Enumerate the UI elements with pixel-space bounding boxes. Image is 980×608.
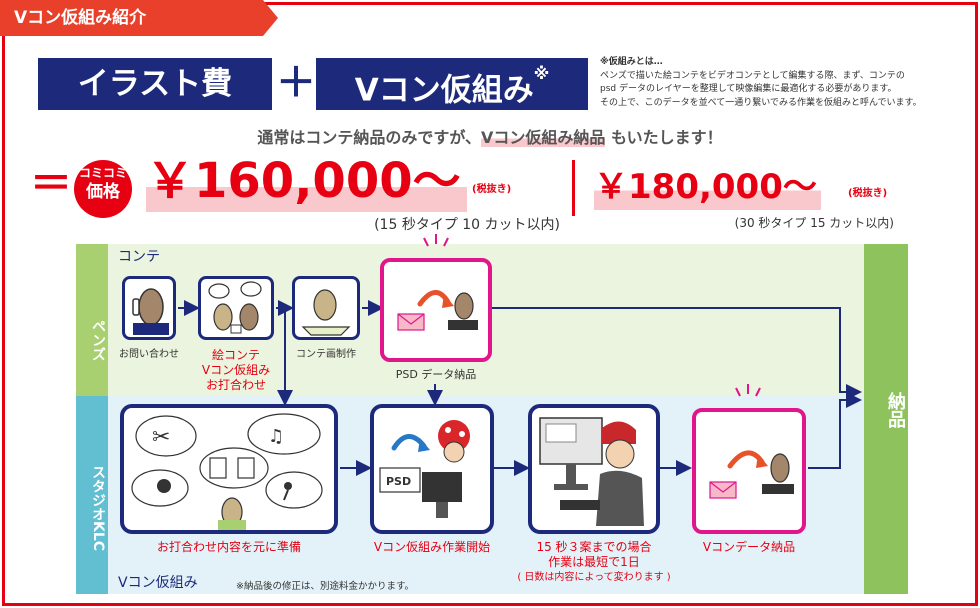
note-line-2: psd データのレイヤーを整理して映像編集に最適化する必要があります。 bbox=[600, 84, 897, 94]
footnote: ※納品後の修正は、別途料金かかります。 bbox=[236, 581, 415, 592]
subtitle-post: もいたします！ bbox=[605, 128, 723, 147]
subtitle-pre: 通常はコンテ納品のみですが、 bbox=[257, 128, 482, 147]
arrow-vdata-to-delivery bbox=[808, 392, 862, 469]
prep-label: お打合わせ内容を元に準備 bbox=[156, 540, 301, 554]
meeting-label-2: Vコン仮組み bbox=[201, 363, 271, 377]
lane-label-pens: ペンズ bbox=[90, 319, 106, 361]
vcon-title: Vコン仮組み※ bbox=[316, 58, 588, 110]
sparkle-psd-1 bbox=[423, 237, 429, 247]
arrow-psd-to-delivery bbox=[492, 307, 862, 400]
work-label-1: 15 秒３案までの場合 bbox=[536, 540, 652, 554]
work-node bbox=[528, 404, 660, 534]
delivery-column bbox=[864, 244, 908, 594]
konte-make-label: コンテ画制作 bbox=[296, 349, 356, 360]
vcon-start-label: Vコン仮組み作業開始 bbox=[373, 540, 491, 554]
sparkle-psd-3 bbox=[443, 237, 449, 247]
price-15s: ￥160,000～ bbox=[146, 150, 467, 212]
sparkle-vdata-1 bbox=[735, 387, 741, 397]
drawing-person-icon bbox=[301, 289, 351, 336]
work-label: 15 秒３案までの場合 作業は最短で1日 ( 日数は内容によって変わります ) bbox=[510, 540, 678, 585]
prep-bubbles-illustration: ✂ ♫ bbox=[131, 413, 323, 530]
meeting-label-3: お打合わせ bbox=[205, 378, 266, 392]
note-line-1: ペンズで描いた絵コンテをビデオコンテとして編集する際、まず、コンテの bbox=[600, 70, 905, 81]
note-line-3: その上で、このデータを並べて一通り繋いでみる作業を仮組みと呼んでいます。 bbox=[600, 97, 922, 108]
delivery-label: 納品 bbox=[885, 392, 906, 428]
vcon-start-illustration: PSD bbox=[379, 420, 470, 518]
editing-worker-illustration bbox=[539, 417, 644, 526]
kari-gumi-note: ※仮組みとは… ペンズで描いた絵コンテをビデオコンテとして編集する際、まず、コン… bbox=[600, 56, 970, 110]
lane-label-studio: スタジオKLC bbox=[90, 464, 106, 552]
meeting-label-1: 絵コンテ bbox=[211, 348, 260, 362]
subtitle: 通常はコンテ納品のみですが、Vコン仮組み納品 もいたします！ bbox=[0, 124, 980, 148]
meeting-people-icon bbox=[208, 281, 262, 334]
price-divider bbox=[572, 160, 575, 216]
komikomi-badge: コミコミ 価格 bbox=[74, 160, 132, 218]
psd-deliver-node bbox=[380, 258, 492, 362]
vcon-start-node: PSD bbox=[370, 404, 494, 534]
inquiry-label: お問い合わせ bbox=[119, 349, 179, 360]
prep-node: ✂ ♫ bbox=[120, 404, 338, 534]
badge-bottom: 価格 bbox=[86, 182, 120, 202]
meeting-label: 絵コンテ Vコン仮組み お打合わせ bbox=[186, 348, 286, 393]
scissors-icon: ✂ bbox=[152, 425, 170, 450]
price-30s: ￥180,000～ bbox=[594, 164, 821, 210]
sparkle-vdata-3 bbox=[755, 387, 761, 397]
badge-top: コミコミ bbox=[78, 166, 127, 180]
mail-send-icon bbox=[397, 290, 478, 331]
lane-label-studio-bg bbox=[76, 396, 108, 594]
work-label-3: ( 日数は内容によって変わります ) bbox=[517, 572, 671, 583]
tax-note-1: (税抜き) bbox=[472, 184, 512, 195]
psd-deliver-label: PSD データ納品 bbox=[395, 368, 477, 381]
section-tab: Vコン仮組み紹介 bbox=[0, 0, 278, 36]
vdata-deliver-node bbox=[692, 408, 806, 534]
subtitle-highlight: Vコン仮組み納品 bbox=[481, 128, 606, 147]
work-label-2: 作業は最短で1日 bbox=[548, 555, 640, 569]
konte-caption: コンテ bbox=[118, 249, 160, 265]
tax-note-2: (税抜き) bbox=[848, 188, 888, 199]
music-file-icon: ♫ bbox=[268, 426, 284, 447]
vcon-title-mark: ※ bbox=[533, 64, 550, 83]
inquiry-node bbox=[122, 276, 176, 340]
note-title: ※仮組みとは… bbox=[600, 57, 663, 67]
lane-label-pens-bg bbox=[76, 244, 108, 396]
vcon-title-text: Vコン仮組み bbox=[354, 72, 534, 109]
konte-make-node bbox=[292, 276, 360, 340]
vcon-caption: Vコン仮組み bbox=[118, 575, 198, 591]
condition-15s: (15 秒タイプ 10 カット以内) bbox=[374, 217, 560, 233]
vdata-mail-icon bbox=[709, 450, 794, 499]
illust-fee-title: イラスト費 bbox=[38, 58, 272, 110]
psd-tag: PSD bbox=[386, 475, 411, 488]
phone-person-icon bbox=[132, 288, 169, 335]
vdata-deliver-label: Vコンデータ納品 bbox=[702, 540, 796, 554]
condition-30s: (30 秒タイプ 15 カット以内) bbox=[734, 216, 894, 230]
meeting-node bbox=[198, 276, 274, 340]
plus-sign: ＋ bbox=[276, 60, 316, 106]
